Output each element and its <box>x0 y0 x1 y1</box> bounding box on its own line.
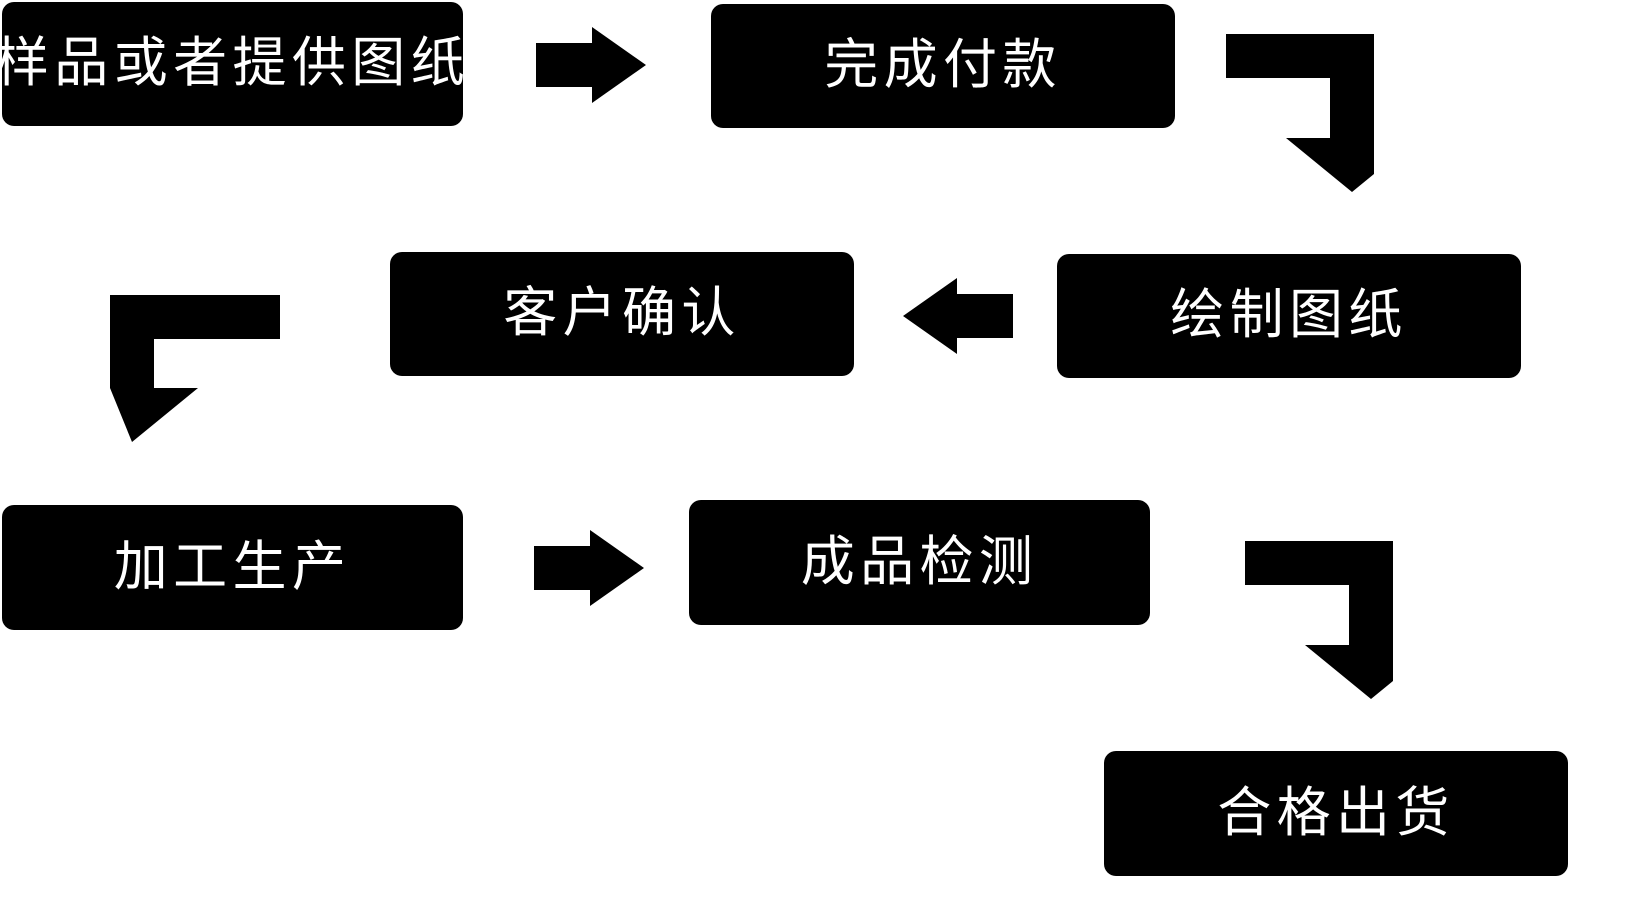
flow-node-label: 成品检测 <box>800 531 1039 592</box>
flow-node-label: 完成付款 <box>824 35 1062 96</box>
flow-node-qualified-shipment[interactable]: 合格出货 <box>1104 751 1568 876</box>
flow-node-draw-blueprint[interactable]: 绘制图纸 <box>1057 254 1521 378</box>
arrow-elbow-right-down-icon <box>1245 541 1393 699</box>
flow-node-complete-payment[interactable]: 完成付款 <box>711 4 1175 128</box>
arrow-right-icon <box>534 530 644 606</box>
flow-node-customer-confirm[interactable]: 客户确认 <box>390 252 854 376</box>
flow-node-label: 客户确认 <box>503 283 741 344</box>
arrow-elbow-left-down-icon <box>110 295 280 442</box>
flow-node-processing-production[interactable]: 加工生产 <box>2 505 463 630</box>
flow-node-finished-inspection[interactable]: 成品检测 <box>689 500 1150 625</box>
arrow-elbow-right-down-icon <box>1226 34 1374 192</box>
flow-node-label: 合格出货 <box>1217 782 1455 843</box>
arrow-right-icon <box>536 27 646 103</box>
flow-node-sample-or-drawing[interactable]: 样品或者提供图纸 <box>0 2 465 126</box>
flow-node-label: 样品或者提供图纸 <box>0 33 471 94</box>
flow-node-label: 绘制图纸 <box>1170 285 1408 346</box>
flow-node-label: 加工生产 <box>113 536 352 597</box>
arrow-left-icon <box>903 278 1013 354</box>
